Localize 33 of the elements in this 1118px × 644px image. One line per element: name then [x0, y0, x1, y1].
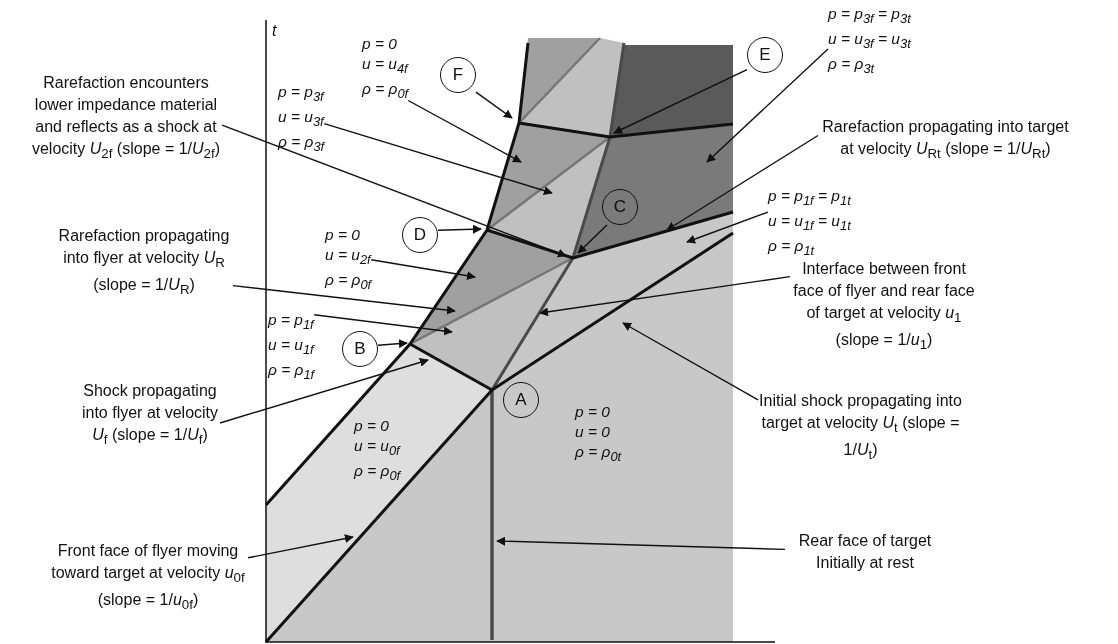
annotation-text: Rear face of target Initially at rest [785, 530, 945, 574]
leader-arrow [232, 284, 456, 315]
leader-arrow [666, 134, 819, 231]
annotation-text: Rarefaction propagating into target at velocity U$_{Rt}$ (slope = 1/U$_{Rt}$) [818, 116, 1073, 166]
annotation-text: Shock propagating into flyer at velocity U$_{f}$ (slope = 1/U$_{f}$) [80, 380, 220, 452]
leader-arrow [706, 48, 829, 163]
leader-arrow [622, 322, 759, 401]
state-equations: p = p$_{1f}$ u = u$_{1f}$ ρ = ρ$_{1f}$ [268, 310, 315, 386]
state-equations: p = 0 u = u$_{4f}$ ρ = ρ$_{0f}$ [362, 34, 409, 105]
leader-arrow [219, 358, 429, 424]
leader-arrow [475, 91, 513, 119]
leader-arrow [247, 534, 354, 559]
leader-arrow [370, 259, 476, 281]
axis-label: t [272, 22, 277, 40]
state-equations: p = p$_{3f}$ = p$_{3t}$ u = u$_{3f}$ = u$_{3t}$ ρ = ρ$_{3t}$ [828, 4, 911, 80]
annotation-text: Rarefaction propagating into flyer at velocity U$_{R}$ (slope = 1/U$_{R}$) [55, 225, 233, 302]
state-equations: p = 0 u = u$_{2f}$ ρ = ρ$_{0f}$ [325, 225, 372, 296]
leader-arrow [539, 275, 791, 317]
leader-arrow [577, 224, 608, 254]
leader-arrow [323, 122, 553, 195]
leader-arrow [407, 99, 522, 163]
leader-arrow [686, 211, 769, 244]
leader-arrow [377, 339, 408, 349]
state-equations: p = 0 u = u$_{0f}$ ρ = ρ$_{0f}$ [354, 416, 401, 487]
leader-arrow [437, 224, 482, 234]
annotation-text: Front face of flyer moving toward target at velocity u$_{0f}$ (slope = 1/u$_{0f}$) [48, 540, 248, 617]
annotation-text: Rarefaction encounters lower impedance material and reflects as a shock at velocity U$_{2f}$ (slope = 1/U$_{2f}$) [30, 72, 222, 166]
state-equations: p = 0 u = 0 ρ = ρ$_{0t}$ [575, 402, 622, 468]
leader-arrow [221, 124, 567, 258]
leader-arrow [313, 314, 453, 336]
annotation-text: Initial shock propagating into target at velocity U$_{t}$ (slope = 1/U$_{t}$) [758, 390, 963, 467]
leader-arrow [496, 536, 786, 551]
state-equations: p = p$_{3f}$ u = u$_{3f}$ ρ = ρ$_{3f}$ [278, 82, 325, 158]
